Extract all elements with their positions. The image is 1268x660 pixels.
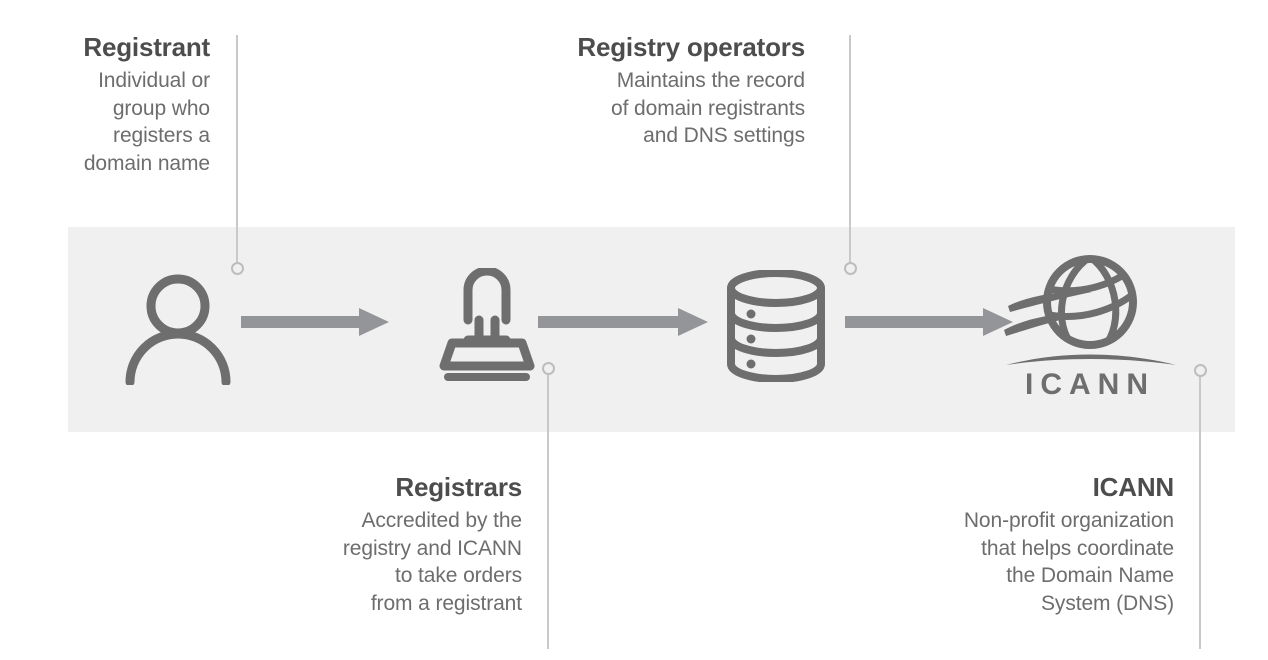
callout-registrant-line-2: group who (112, 96, 210, 120)
connector-line-registrars (547, 374, 549, 649)
callout-registrant-title: Registrant (83, 32, 210, 62)
callout-registrars-line-3: to take orders (395, 564, 522, 588)
callout-registrant-line-3: registers a (113, 124, 210, 148)
connector-dot-icann (1194, 364, 1207, 377)
database-icon (723, 270, 829, 382)
connector-line-icann (1199, 376, 1201, 649)
callout-registry-operators: Registry operators Maintains the record … (480, 30, 805, 150)
callout-registrars-line-2: registry and ICANN (342, 536, 522, 560)
callout-registrant-line-1: Individual or (98, 68, 210, 92)
callout-registrars-title: Registrars (395, 472, 522, 502)
connector-line-registry-operators (849, 35, 851, 269)
icann-wordmark: ICANN (1025, 368, 1155, 398)
flow-arrow-3 (845, 308, 1013, 336)
callout-icann-line-1: Non-profit organization (963, 508, 1174, 532)
callout-icann-title: ICANN (1092, 472, 1175, 502)
callout-registrars: Registrars Accredited by the registry an… (260, 470, 522, 618)
flow-arrow-1 (241, 308, 389, 336)
callout-icann: ICANN Non-profit organization that helps… (880, 470, 1174, 618)
connector-dot-registrars (542, 362, 555, 375)
flow-arrow-2 (538, 308, 708, 336)
callout-registrars-line-4: from a registrant (370, 592, 522, 616)
connector-dot-registry-operators (844, 262, 857, 275)
callout-registry-operators-line-1: Maintains the record (616, 68, 805, 92)
icann-globe-logo: ICANN (1000, 252, 1180, 398)
connector-dot-registrant (231, 262, 244, 275)
callout-icann-line-3: the Domain Name (1006, 564, 1174, 588)
callout-registrars-line-1: Accredited by the (361, 508, 522, 532)
rubber-stamp-icon (432, 268, 542, 384)
callout-registry-operators-title: Registry operators (577, 32, 805, 62)
process-band (68, 227, 1235, 432)
person-icon (118, 270, 238, 385)
callout-registrant-line-4: domain name (83, 152, 210, 176)
callout-icann-line-2: that helps coordinate (981, 536, 1174, 560)
connector-line-registrant (236, 35, 238, 269)
callout-registry-operators-line-2: of domain registrants (611, 96, 805, 120)
callout-registry-operators-line-3: and DNS settings (643, 124, 805, 148)
callout-registrant: Registrant Individual or group who regis… (20, 30, 210, 178)
callout-icann-line-4: System (DNS) (1041, 592, 1174, 616)
